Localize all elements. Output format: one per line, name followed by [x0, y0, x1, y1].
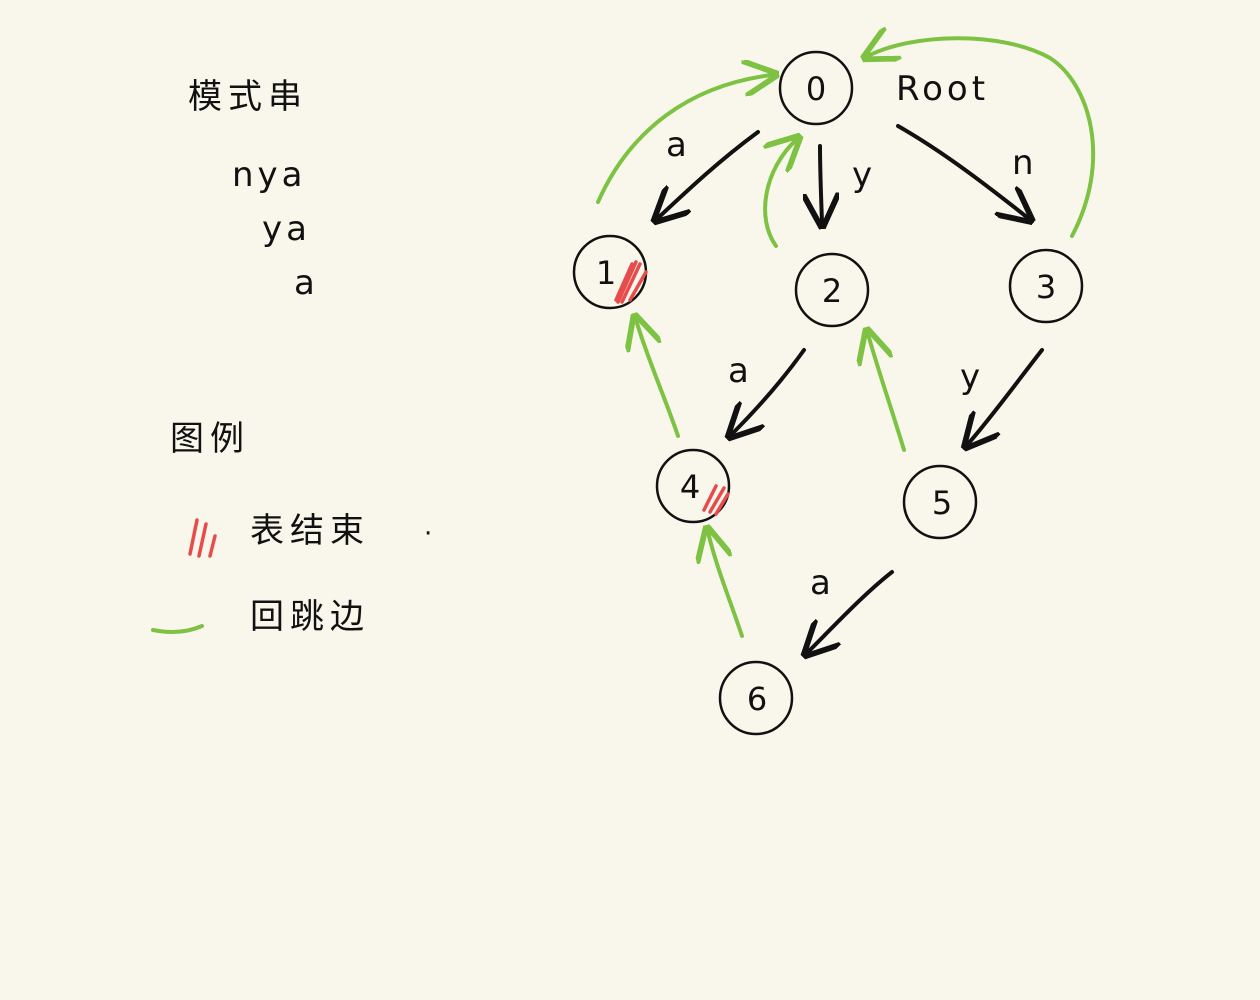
edge-0-to-3 — [896, 124, 1028, 218]
edge-0-to-1 — [658, 130, 760, 218]
trie-nodes: 0 1 2 3 4 — [572, 50, 1084, 736]
trie-edges — [658, 124, 1044, 652]
edge-label-0-1: a — [666, 125, 687, 165]
legend-back-label: 回跳边 — [250, 597, 370, 637]
node-6-label: 6 — [747, 680, 767, 718]
pattern-item-nya: nya — [232, 155, 307, 195]
node-1: 1 — [572, 234, 648, 310]
pattern-item-a: a — [294, 263, 315, 303]
legend-title: 图例 — [170, 419, 250, 459]
fail-edge-4-to-1 — [636, 320, 680, 438]
legend-fail-edge-icon — [151, 624, 204, 634]
fail-edge-3-to-0 — [868, 38, 1096, 238]
edge-label-2-4: a — [728, 351, 749, 391]
node-1-label: 1 — [596, 254, 616, 292]
fail-edges — [596, 38, 1096, 638]
fail-edge-6-to-4 — [708, 532, 744, 638]
edge-label-5-6: a — [810, 563, 831, 603]
node-2-label: 2 — [822, 272, 842, 310]
node-4-label: 4 — [680, 468, 700, 506]
node-0: 0 — [778, 50, 854, 126]
edge-label-0-2: y — [852, 155, 872, 195]
node-0-label: 0 — [806, 70, 826, 108]
node-3-label: 3 — [1036, 268, 1056, 306]
legend: 图例 表结束 · 回跳边 — [151, 419, 432, 637]
edge-labels: a y n a y a — [666, 125, 1034, 603]
root-label: Root — [896, 69, 989, 109]
pattern-title: 模式串 — [188, 77, 308, 117]
fail-edge-2-to-0 — [765, 140, 796, 248]
legend-end-label: 表结束 — [250, 511, 370, 551]
end-marker-node-4 — [702, 484, 730, 516]
fail-edge-5-to-2 — [868, 334, 906, 452]
trie-graph: Root a y n a y a — [572, 38, 1096, 736]
pattern-item-ya: ya — [262, 209, 311, 249]
edge-5-to-6 — [808, 570, 894, 652]
edge-2-to-4 — [732, 348, 806, 434]
edge-3-to-5 — [968, 348, 1044, 444]
node-3: 3 — [1008, 248, 1084, 324]
node-2: 2 — [794, 252, 870, 328]
node-5-label: 5 — [932, 484, 952, 522]
pattern-panel: 模式串 nya ya a — [188, 77, 315, 303]
edge-label-3-5: y — [960, 357, 980, 397]
fail-edge-1-to-0 — [596, 75, 772, 204]
end-marker-node-1 — [614, 260, 648, 304]
edge-label-0-3: n — [1012, 143, 1034, 183]
legend-end-marker-icon — [188, 518, 217, 558]
node-4: 4 — [655, 448, 731, 524]
edge-0-to-2 — [820, 144, 822, 222]
node-5: 5 — [902, 464, 978, 540]
legend-end-dot: · — [424, 519, 432, 549]
node-6: 6 — [718, 660, 794, 736]
